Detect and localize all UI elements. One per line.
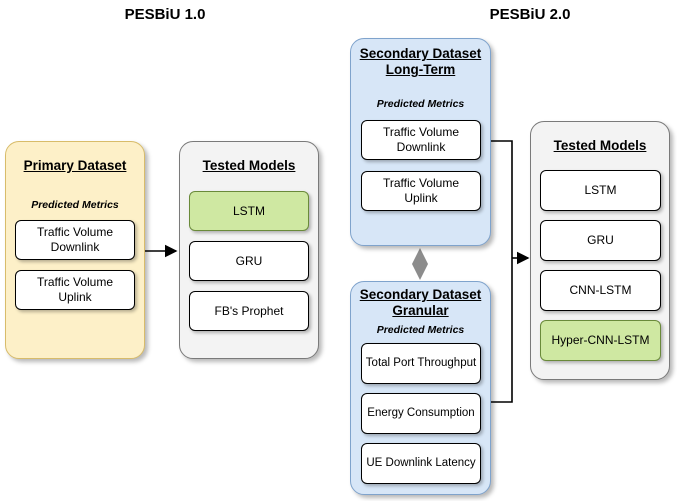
granular-metric-latency: UE Downlink Latency xyxy=(361,443,481,484)
granular-metric-energy: Energy Consumption xyxy=(361,393,481,434)
secondary-long-term-panel: Secondary Dataset Long-Term Predicted Me… xyxy=(350,38,491,246)
primary-dataset-panel: Primary Dataset Predicted Metrics Traffi… xyxy=(5,141,145,359)
tested-models-2-title: Tested Models xyxy=(553,138,647,153)
model-gru-1: GRU xyxy=(189,241,309,281)
title-pesbiu-2: PESBiU 2.0 xyxy=(489,6,571,23)
model-gru-2: GRU xyxy=(540,220,661,261)
title-pesbiu-1: PESBiU 1.0 xyxy=(124,6,206,23)
model-hyper-cnn-lstm-2: Hyper-CNN-LSTM xyxy=(540,320,661,361)
secondary-granular-title: Secondary Dataset Granular xyxy=(359,287,482,318)
tested-models-2-panel: Tested Models LSTM GRU CNN-LSTM Hyper-CN… xyxy=(530,121,670,380)
secondary-granular-panel: Secondary Dataset Granular Predicted Met… xyxy=(350,281,491,495)
granular-metric-throughput: Total Port Throughput xyxy=(361,343,481,384)
model-cnn-lstm-2: CNN-LSTM xyxy=(540,270,661,311)
tested-models-1-title: Tested Models xyxy=(202,158,296,173)
secondary-long-predicted-metrics-label: Predicted Metrics xyxy=(376,98,465,110)
secondary-long-metric-uplink: Traffic Volume Uplink xyxy=(361,171,481,211)
primary-metric-downlink: Traffic Volume Downlink xyxy=(15,220,135,260)
model-prophet-1: FB's Prophet xyxy=(189,291,309,331)
connector-long-to-merge xyxy=(491,140,513,258)
primary-dataset-title: Primary Dataset xyxy=(23,158,127,173)
model-lstm-1: LSTM xyxy=(189,191,309,231)
model-lstm-2: LSTM xyxy=(540,170,661,211)
primary-metric-uplink: Traffic Volume Uplink xyxy=(15,270,135,310)
secondary-granular-predicted-metrics-label: Predicted Metrics xyxy=(376,324,465,336)
tested-models-1-panel: Tested Models LSTM GRU FB's Prophet xyxy=(179,141,319,359)
connector-granular-to-merge xyxy=(491,258,513,403)
secondary-long-term-title: Secondary Dataset Long-Term xyxy=(359,46,482,77)
primary-predicted-metrics-label: Predicted Metrics xyxy=(31,199,119,211)
secondary-long-metric-downlink: Traffic Volume Downlink xyxy=(361,120,481,160)
